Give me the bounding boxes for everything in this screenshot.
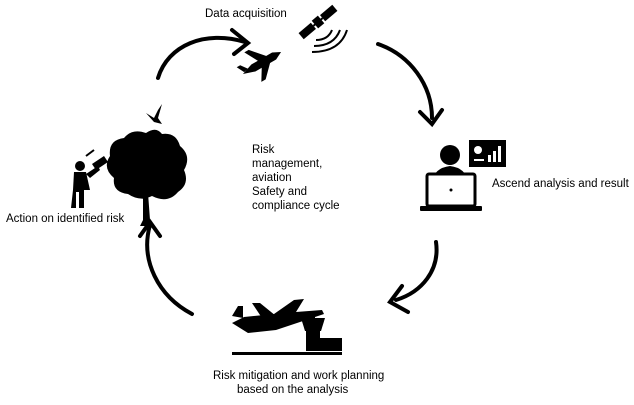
label-risk-mitigation-line2: based on the analysis (237, 384, 349, 396)
arrowhead-3 (387, 284, 410, 314)
center-text-line: Safety and (252, 186, 307, 198)
label-ascend-analysis: Ascend analysis and result (492, 178, 629, 190)
control-tower-icon (301, 313, 342, 351)
airplane-icon (236, 49, 282, 82)
label-risk-mitigation-line1: Risk mitigation and work planning (213, 370, 385, 382)
bird-icon (146, 104, 162, 124)
label-data-acquisition: Data acquisition (205, 8, 287, 20)
tree-icon (106, 129, 188, 226)
arrow-to-mitigation (394, 240, 439, 302)
satellite-signal-icon (311, 29, 348, 53)
center-text-line: compliance cycle (252, 200, 340, 212)
center-text-line: management, (252, 158, 323, 170)
center-text-line: aviation (252, 172, 292, 184)
dashboard-chart-icon (469, 140, 506, 167)
satellite-icon (298, 4, 338, 40)
label-action-on-risk: Action on identified risk (6, 213, 125, 225)
center-title: Risk management, aviation Safety and com… (252, 143, 372, 213)
arrow-to-analysis (376, 42, 434, 120)
center-text-line: Risk (252, 144, 275, 156)
arrow-to-action (145, 223, 194, 316)
worker-chainsaw-icon (71, 149, 108, 208)
arrow-to-data-acquisition (156, 36, 247, 80)
airport-takeoff-icon (232, 299, 342, 355)
arrowhead-2 (418, 108, 444, 128)
analyst-laptop-icon (420, 145, 482, 211)
arrowhead-1 (230, 28, 252, 56)
